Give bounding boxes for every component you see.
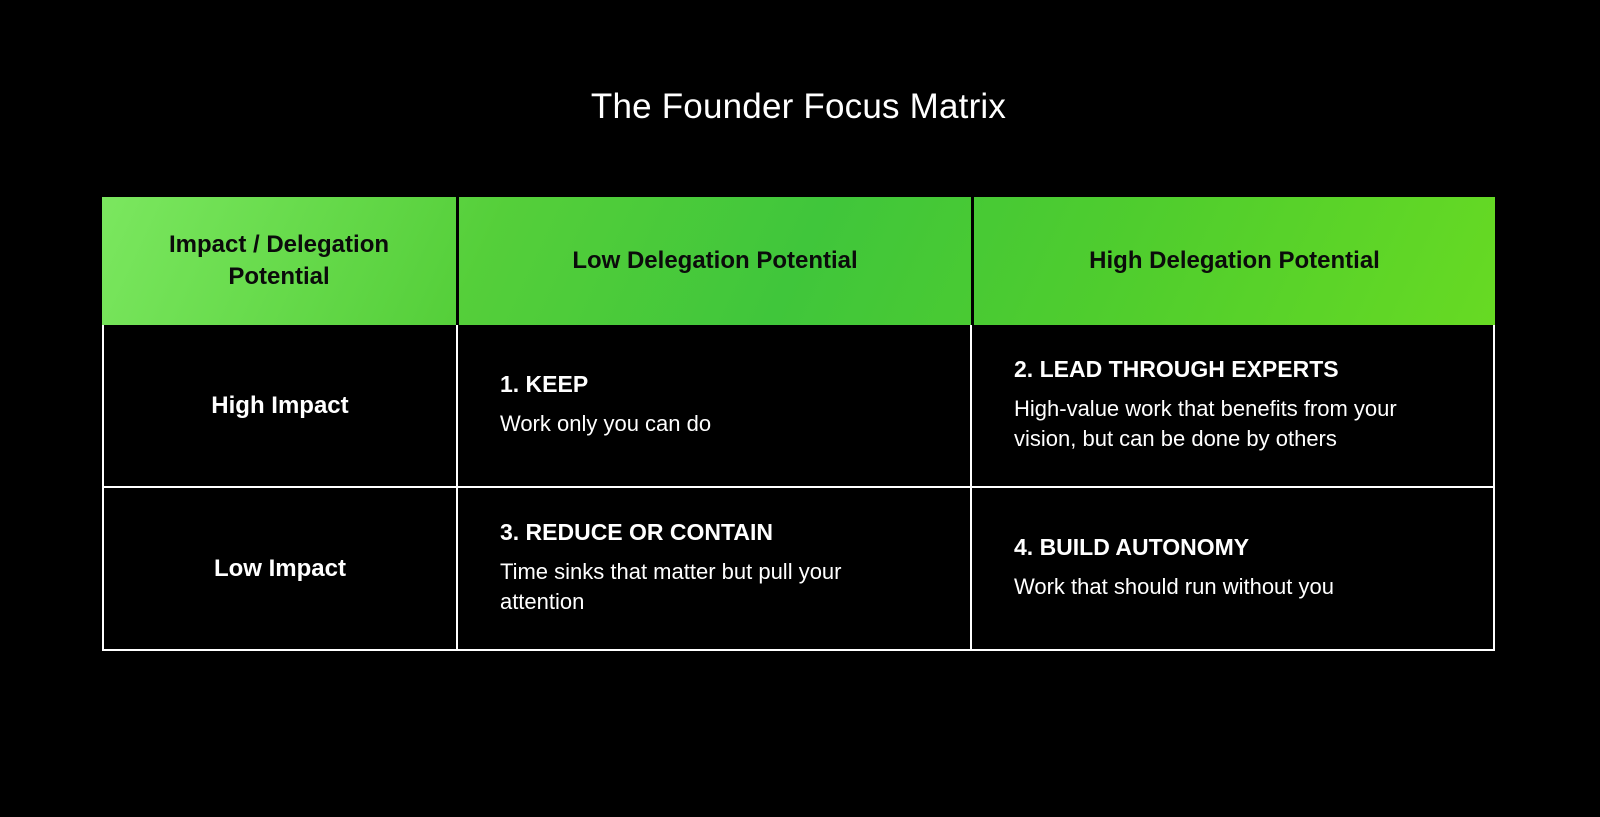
row-header-high-impact: High Impact — [104, 325, 456, 486]
page-title: The Founder Focus Matrix — [590, 87, 1007, 126]
quadrant-build-autonomy-heading: 4. BUILD AUTONOMY — [1014, 534, 1250, 561]
quadrant-reduce-or-contain-description: Time sinks that matter but pull your att… — [499, 558, 842, 615]
matrix-header-row: Impact / Delegation Potential Low Delega… — [102, 197, 1495, 325]
matrix-body: High Impact 1. KEEP Work only you can do… — [102, 325, 1495, 651]
quadrant-build-autonomy: 4. BUILD AUTONOMY Work that should run w… — [972, 488, 1493, 649]
low-delegation-header-label: Low Delegation Potential — [572, 246, 858, 274]
header-cell-high-delegation: High Delegation Potential — [971, 197, 1495, 325]
quadrant-keep: 1. KEEP Work only you can do — [457, 325, 970, 486]
high-impact-label: High Impact — [211, 391, 349, 419]
quadrant-build-autonomy-description: Work that should run without you — [1014, 573, 1334, 599]
quadrant-keep-heading: 1. KEEP — [499, 371, 589, 398]
quadrant-reduce-or-contain: 3. REDUCE OR CONTAIN Time sinks that mat… — [457, 488, 970, 649]
quadrant-lead-through-experts-heading: 2. LEAD THROUGH EXPERTS — [1014, 355, 1339, 382]
quadrant-lead-through-experts: 2. LEAD THROUGH EXPERTS High-value work … — [972, 325, 1493, 486]
low-impact-label: Low Impact — [213, 554, 346, 582]
header-cell-low-delegation: Low Delegation Potential — [456, 197, 971, 325]
quadrant-lead-through-experts-description: High-value work that benefits from your … — [1014, 395, 1397, 452]
header-cell-axis: Impact / Delegation Potential — [102, 197, 456, 325]
founder-focus-matrix: Impact / Delegation Potential Low Delega… — [102, 197, 1495, 651]
axis-header-label: Impact / Delegation Potential — [168, 230, 390, 290]
quadrant-reduce-or-contain-heading: 3. REDUCE OR CONTAIN — [499, 518, 773, 545]
high-delegation-header-label: High Delegation Potential — [1089, 246, 1380, 274]
quadrant-keep-description: Work only you can do — [499, 410, 712, 436]
row-header-low-impact: Low Impact — [104, 488, 456, 649]
